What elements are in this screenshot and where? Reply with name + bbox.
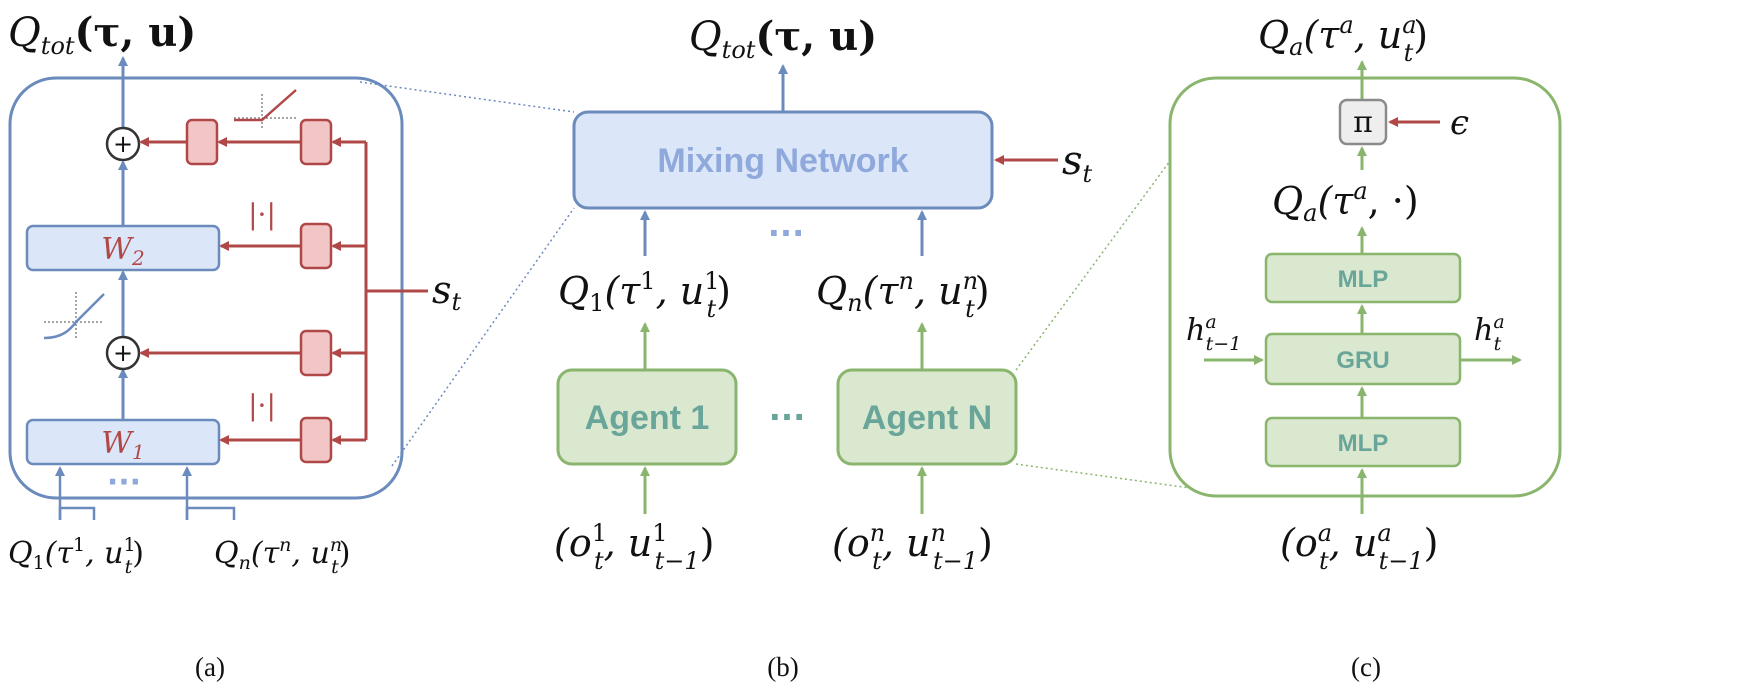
svg-text:+: + bbox=[113, 130, 133, 158]
abs-label-bottom: |·| bbox=[248, 389, 276, 422]
gru-box: GRU bbox=[1264, 332, 1462, 386]
zoom-connector-c-bottom bbox=[1015, 463, 1191, 489]
relu-icon bbox=[234, 89, 297, 128]
agent-n-box: Agent N bbox=[836, 368, 1018, 466]
panel-b-output-label: Qtot(τ, u) bbox=[689, 13, 877, 64]
agent-dots-b-mid: ··· bbox=[769, 398, 805, 436]
mlp-top-box: MLP bbox=[1264, 252, 1462, 304]
state-label-a: st bbox=[432, 268, 462, 316]
abs-label-top: |·| bbox=[248, 198, 276, 231]
caption-b: (b) bbox=[767, 652, 798, 682]
hypernet-w1-box bbox=[299, 416, 333, 464]
zoom-connector-c-top bbox=[1015, 149, 1179, 371]
svg-text:W1: W1 bbox=[101, 426, 145, 464]
svg-text:GRU: GRU bbox=[1336, 347, 1389, 374]
caption-a: (a) bbox=[195, 652, 225, 682]
svg-text:MLP: MLP bbox=[1338, 430, 1389, 457]
svg-text:Mixing Network: Mixing Network bbox=[657, 142, 908, 180]
agent-dots-b-top: ··· bbox=[768, 214, 804, 252]
w2-weight-box: W2 bbox=[25, 224, 221, 272]
panel-b: Qtot(τ, u) Mixing Network st ··· Q1(τ1, … bbox=[554, 13, 1093, 682]
svg-text:+: + bbox=[113, 339, 133, 367]
state-label-b: st bbox=[1062, 138, 1093, 188]
hypernet-w2-box bbox=[299, 222, 333, 270]
elu-icon bbox=[43, 292, 105, 340]
input-q1-bracket bbox=[58, 506, 96, 520]
policy-pi-box: π bbox=[1338, 98, 1388, 146]
w1-weight-box: W1 bbox=[25, 418, 221, 466]
zoom-connector-bottom bbox=[391, 207, 575, 467]
mixing-network-detail-box bbox=[8, 76, 404, 500]
hypernet-bias-box-2 bbox=[185, 118, 219, 166]
q-partial-label: Qa(τa, ·) bbox=[1272, 177, 1419, 227]
svg-text:MLP: MLP bbox=[1338, 266, 1389, 293]
svg-text:W2: W2 bbox=[101, 232, 145, 270]
hypernet-b1-box bbox=[299, 329, 333, 377]
mixing-network-box: Mixing Network bbox=[572, 110, 994, 210]
agent-dots-a: ··· bbox=[107, 465, 141, 500]
svg-text:Agent 1: Agent 1 bbox=[585, 399, 710, 437]
plus-node-bottom: + bbox=[105, 335, 141, 371]
epsilon-label: ϵ bbox=[1450, 103, 1469, 143]
caption-c: (c) bbox=[1351, 652, 1381, 682]
mlp-bottom-box: MLP bbox=[1264, 416, 1462, 468]
input-qn-bracket bbox=[185, 506, 236, 520]
hypernet-bias-box-1 bbox=[299, 118, 333, 166]
panel-a: Qtot(τ, u) + + W2 W1 bbox=[8, 9, 462, 682]
zoom-connector-top bbox=[359, 81, 575, 113]
svg-text:Agent N: Agent N bbox=[862, 399, 992, 437]
svg-text:π: π bbox=[1353, 105, 1373, 140]
agent-1-box: Agent 1 bbox=[556, 368, 738, 466]
plus-node-top: + bbox=[105, 126, 141, 162]
panel-a-output-label: Qtot(τ, u) bbox=[8, 9, 196, 60]
